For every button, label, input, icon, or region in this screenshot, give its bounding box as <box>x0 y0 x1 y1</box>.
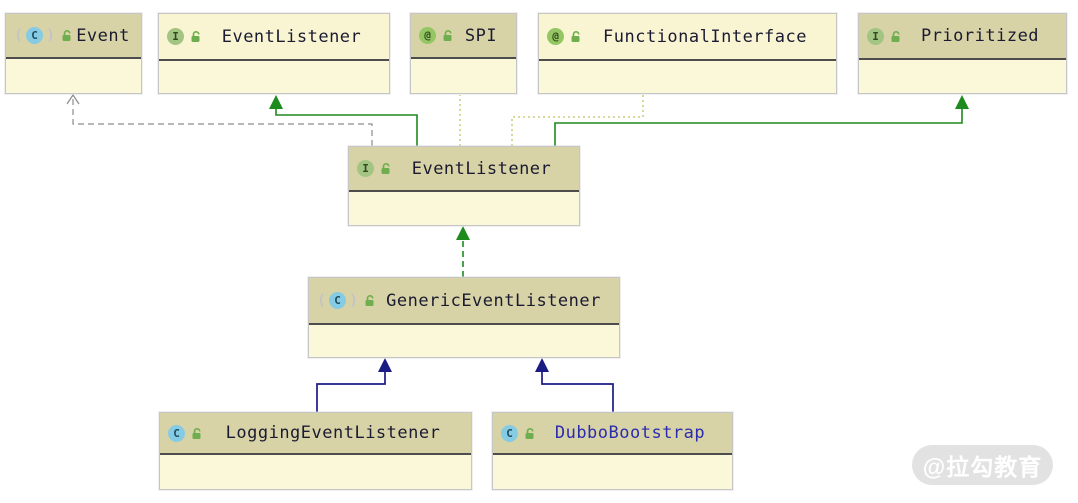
node-label: EventListener <box>221 26 362 47</box>
interface-icon: I <box>357 160 392 177</box>
abstract-class-icon: ( C ) <box>317 292 376 309</box>
class-badge-icon: C <box>329 292 347 309</box>
node-functionalinterface[interactable]: @ FunctionalInterface <box>538 13 837 94</box>
edge-annotation-eventlistener-to-functionalinterface <box>511 95 644 146</box>
node-body <box>539 59 836 93</box>
node-label: DubboBootstrap <box>554 423 706 443</box>
paren-close-icon: ) <box>46 26 56 44</box>
public-lock-icon <box>889 30 902 43</box>
public-lock-icon <box>441 29 454 42</box>
node-body <box>160 453 471 489</box>
interface-badge-icon: I <box>867 27 884 45</box>
node-prioritized[interactable]: I Prioritized <box>858 13 1067 94</box>
paren-open-icon: ( <box>317 291 327 309</box>
node-eventlistener-external[interactable]: I EventListener <box>158 13 390 94</box>
edge-implements-genericeventlistener-to-eventlistener <box>456 226 470 277</box>
interface-icon: I <box>867 27 902 45</box>
public-lock-icon <box>379 162 392 175</box>
node-label: GenericEventListener <box>386 290 601 311</box>
interface-badge-icon: I <box>357 160 374 177</box>
public-lock-icon <box>190 427 203 440</box>
node-dubbobootstrap[interactable]: C DubboBootstrap <box>492 412 733 490</box>
annotation-badge-icon: @ <box>419 27 436 44</box>
node-label: FunctionalInterface <box>603 26 807 47</box>
node-body <box>411 57 516 93</box>
node-label: LoggingEventListener <box>225 423 441 443</box>
node-spi[interactable]: @ SPI <box>410 13 517 94</box>
edge-dependency-eventlistener-to-event <box>66 93 373 146</box>
annotation-icon: @ <box>547 28 582 45</box>
node-body <box>859 58 1066 93</box>
watermark-badge: @拉勾教育 <box>912 445 1053 485</box>
public-lock-icon <box>60 29 73 42</box>
class-badge-icon: C <box>168 424 185 442</box>
node-label: SPI <box>464 25 498 46</box>
node-loggingeventlistener[interactable]: C LoggingEventListener <box>159 412 472 490</box>
node-label: Prioritized <box>920 26 1040 46</box>
class-icon: C <box>501 424 536 442</box>
class-badge-icon: C <box>501 424 518 442</box>
watermark-text: @拉勾教育 <box>922 454 1043 480</box>
node-event[interactable]: ( C ) Event <box>5 13 142 94</box>
node-body <box>309 323 619 357</box>
public-lock-icon <box>523 427 536 440</box>
paren-close-icon: ) <box>349 291 359 309</box>
public-lock-icon <box>363 294 376 307</box>
class-icon: C <box>168 424 203 442</box>
interface-icon: I <box>167 28 202 45</box>
public-lock-icon <box>569 30 582 43</box>
annotation-badge-icon: @ <box>547 28 564 45</box>
abstract-class-icon: ( C ) <box>14 27 73 44</box>
edge-extends-eventlistener-to-eventlistener-external <box>269 95 418 146</box>
edge-extends-dubbobootstrap-to-genericeventlistener <box>535 358 614 412</box>
paren-open-icon: ( <box>14 26 24 44</box>
annotation-icon: @ <box>419 27 454 44</box>
node-body <box>493 453 732 489</box>
public-lock-icon <box>189 30 202 43</box>
node-genericeventlistener[interactable]: ( C ) GenericEventListener <box>308 277 620 358</box>
node-body <box>349 190 579 225</box>
node-label: Event <box>76 25 130 46</box>
edge-extends-eventlistener-to-prioritized <box>554 95 969 146</box>
edge-extends-loggingeventlistener-to-genericeventlistener <box>316 358 392 412</box>
node-body <box>159 59 389 93</box>
class-badge-icon: C <box>26 27 44 44</box>
node-label: EventListener <box>411 158 552 179</box>
interface-badge-icon: I <box>167 28 184 45</box>
node-eventlistener[interactable]: I EventListener <box>348 146 580 226</box>
node-body <box>6 57 141 93</box>
